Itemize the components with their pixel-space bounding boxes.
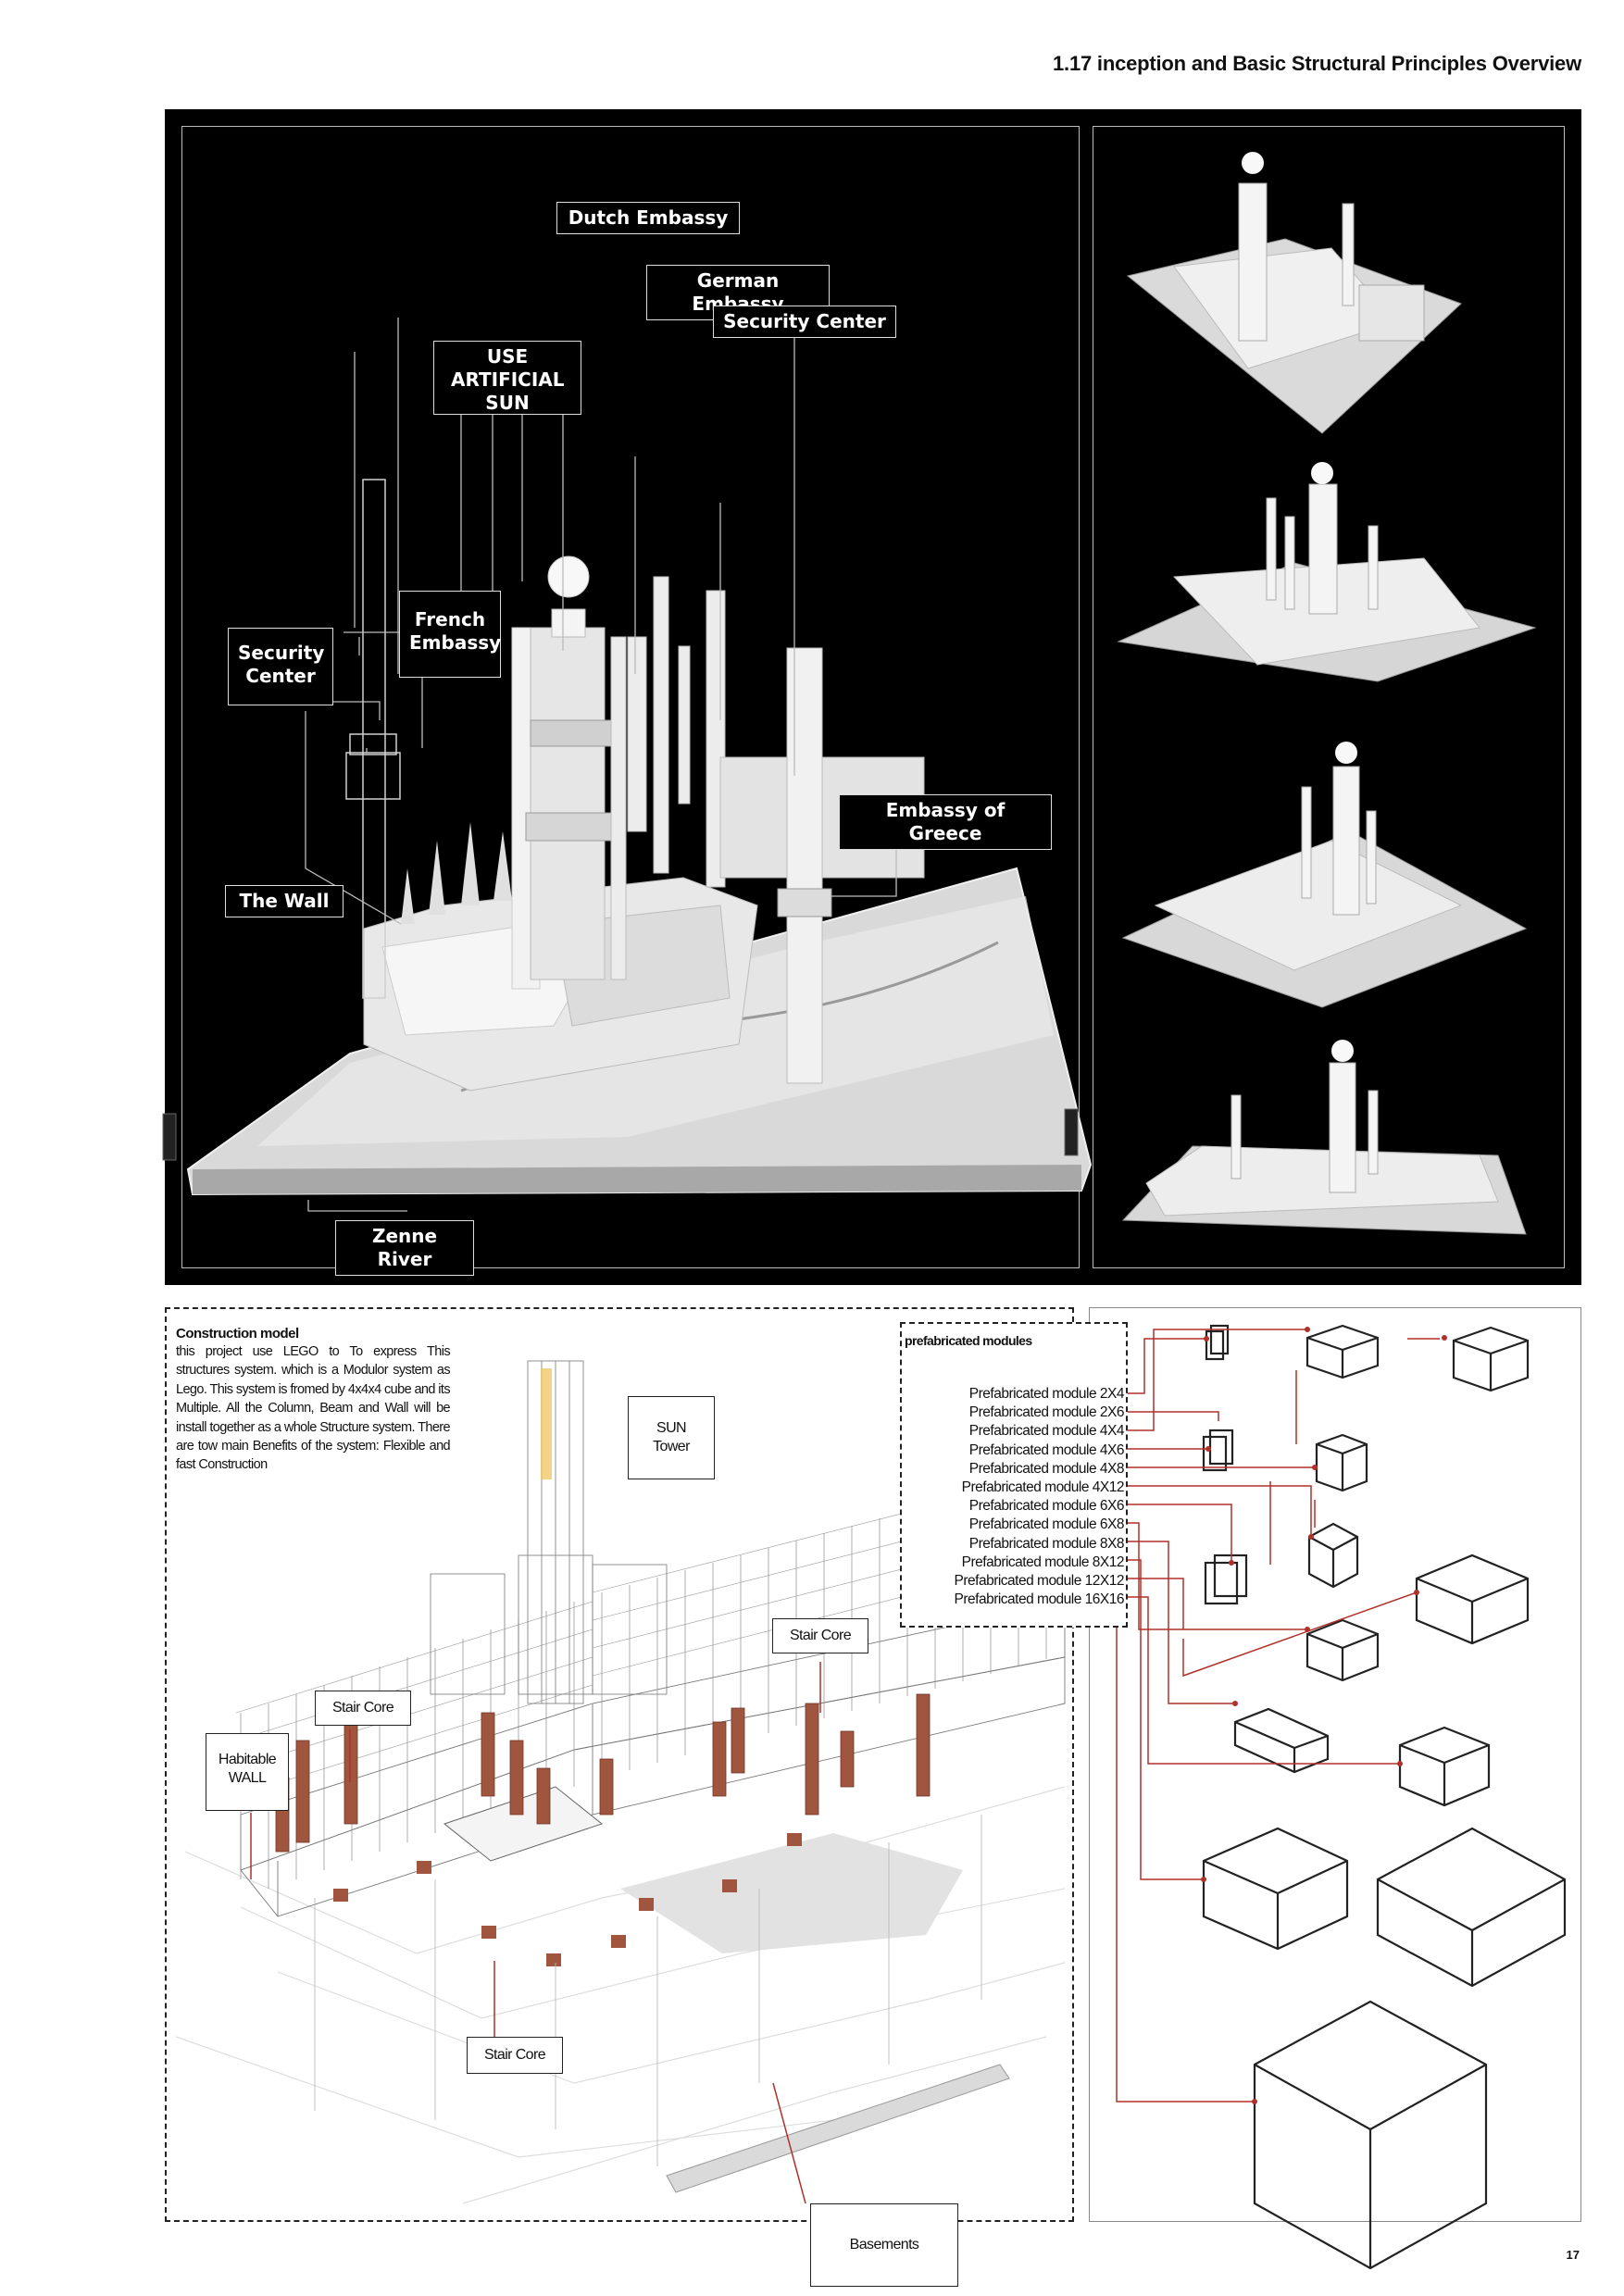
prefab-module-item: Prefabricated module 4X12	[961, 1479, 1125, 1495]
prefab-module-item: Prefabricated module 4X4	[968, 1423, 1125, 1440]
label-the-wall: The Wall	[225, 885, 344, 917]
main-model-illustration	[162, 318, 1093, 1212]
main-model-frame	[181, 126, 1080, 1268]
page-number: 17	[1566, 2248, 1580, 2262]
model-photo-panel: Dutch Embassy German Embassy Security Ce…	[162, 109, 1581, 1285]
prefab-module-item: Prefabricated module 2X6	[968, 1404, 1125, 1421]
label-security-center-left: Security Center	[228, 628, 333, 705]
label-dutch-embassy: Dutch Embassy	[556, 202, 740, 234]
prefab-module-item: Prefabricated module 8X12	[961, 1554, 1125, 1570]
label-habitable-wall: Habitable WALL	[206, 1733, 289, 1811]
construction-description: this project use LEGO to To express This…	[176, 1344, 451, 1473]
label-stair-core-bottom: Stair Core	[467, 2037, 563, 2074]
prefab-module-item: Prefabricated module 6X8	[968, 1516, 1125, 1533]
page-title: 1.17 inception and Basic Structural Prin…	[1053, 52, 1581, 75]
prefab-module-list: Prefabricated module 2X4 Prefabricated m…	[907, 1385, 1125, 1616]
label-stair-core-left: Stair Core	[315, 1691, 411, 1726]
label-stair-core-right: Stair Core	[772, 1618, 868, 1653]
label-security-center-top: Security Center	[713, 306, 896, 338]
prefab-module-item: Prefabricated module 6X6	[968, 1498, 1125, 1515]
prefab-legend-box	[900, 1322, 1128, 1628]
prefab-module-item: Prefabricated module 4X8	[968, 1460, 1125, 1477]
construction-title: Construction model	[176, 1326, 299, 1341]
label-basements: Basements	[810, 2203, 958, 2287]
prefab-title: prefabricated modules	[905, 1333, 1032, 1348]
thumbnail-illustrations	[1117, 152, 1537, 1235]
label-zenne-river: Zenne River	[335, 1220, 474, 1276]
prefab-frame	[1089, 1307, 1581, 2222]
prefab-module-item: Prefabricated module 16X16	[954, 1591, 1125, 1608]
label-artificial-sun: USE ARTIFICIAL SUN	[433, 341, 581, 415]
prefab-module-item: Prefabricated module 12X12	[954, 1573, 1125, 1589]
label-sun-tower: SUN Tower	[628, 1396, 715, 1479]
label-french-embassy: French Embassy	[399, 591, 501, 678]
construction-frame	[165, 1307, 1074, 2222]
prefab-module-item: Prefabricated module 8X8	[968, 1535, 1125, 1552]
thumbnail-frame	[1093, 126, 1565, 1268]
prefab-module-item: Prefabricated module 2X4	[968, 1386, 1125, 1402]
label-embassy-greece: Embassy of Greece	[839, 794, 1052, 850]
prefab-module-item: Prefabricated module 4X6	[968, 1441, 1125, 1458]
